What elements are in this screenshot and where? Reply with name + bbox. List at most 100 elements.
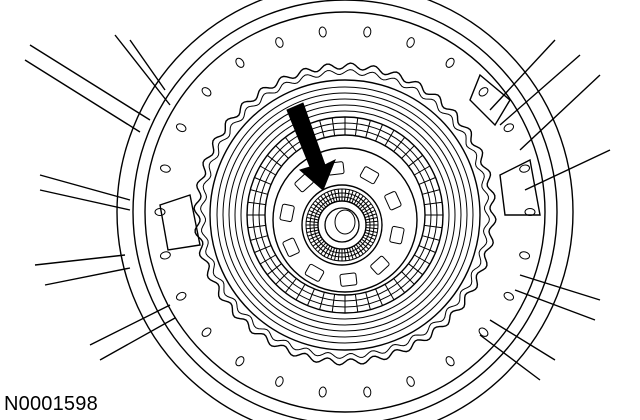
bolt-hole xyxy=(154,208,166,216)
seal-hatch-line xyxy=(306,220,319,223)
bolt-hole xyxy=(503,291,515,301)
seal-hatch-line xyxy=(330,190,336,203)
bolt-hole xyxy=(445,57,455,68)
outer-housing xyxy=(116,0,574,420)
hub-slot xyxy=(384,191,402,211)
bolt-hole xyxy=(275,376,284,387)
spline-tooth xyxy=(384,129,395,146)
spline-tooth xyxy=(401,145,415,159)
seal-hatch-line xyxy=(314,200,325,210)
bolt-hole xyxy=(519,164,531,173)
spline-tooth xyxy=(354,117,359,136)
seal-hatch-line xyxy=(359,200,370,210)
spline-tooth xyxy=(401,271,415,285)
seal-hatch-line xyxy=(310,206,322,214)
seal-hatch-line xyxy=(330,247,336,260)
seal-hatch-line xyxy=(308,234,321,241)
seal-hatch-line xyxy=(344,189,347,202)
seal-hatch-line xyxy=(351,191,358,204)
bolt-hole xyxy=(201,327,212,337)
bolt-hole xyxy=(235,57,245,68)
spline-tooth xyxy=(275,271,289,285)
seal-hatch-line xyxy=(364,231,377,237)
seal-hatch-line xyxy=(317,197,327,208)
spline-tooth xyxy=(424,224,443,229)
spline-tooth xyxy=(295,284,306,301)
spline-tooth xyxy=(408,154,424,167)
seal-hatch-line xyxy=(306,217,319,221)
seal-hatch-line xyxy=(310,236,322,244)
spline-tooth xyxy=(331,294,336,313)
callout-arrow xyxy=(286,102,336,191)
bolt-hole xyxy=(275,37,284,48)
spline-tooth xyxy=(259,254,276,265)
seal-hatch-line xyxy=(306,227,319,230)
spline-tooth xyxy=(307,288,315,306)
bolt-hole xyxy=(175,291,187,301)
seal-hatch-line xyxy=(361,203,372,212)
hub-slot xyxy=(282,237,300,257)
spline-tooth xyxy=(259,165,276,176)
seal-hatch-line xyxy=(364,213,377,219)
bolt-hole xyxy=(519,251,531,260)
seal-hatch-line xyxy=(346,248,350,261)
spline-tooth xyxy=(393,136,406,152)
spline-tooth xyxy=(384,284,395,301)
hub-slot xyxy=(279,203,295,223)
seal-hatch-line xyxy=(323,245,331,257)
spline-tooth xyxy=(424,201,443,206)
spline-tooth xyxy=(418,245,436,253)
spline-tooth xyxy=(250,235,268,241)
seal-hatch-line xyxy=(348,247,354,260)
spline-teeth xyxy=(247,117,443,313)
spline-tooth xyxy=(266,154,282,167)
bolt-hole xyxy=(159,164,171,173)
spline-tooth xyxy=(319,120,325,138)
seal-hatch-line xyxy=(323,193,331,205)
hub-slot xyxy=(389,225,405,245)
seal-hatch-line xyxy=(355,244,364,255)
bolt-hole xyxy=(478,87,489,97)
bolt-holes xyxy=(154,26,536,398)
seal-hatch-line xyxy=(357,242,367,253)
spline-tooth xyxy=(331,117,336,136)
spline-tooth xyxy=(284,278,297,294)
spline-tooth xyxy=(422,189,440,195)
spline-tooth xyxy=(254,245,272,253)
seal-hatch-line xyxy=(362,236,374,244)
hub-slot xyxy=(339,272,358,287)
spline-tooth xyxy=(393,278,406,294)
seal-hatch-line xyxy=(307,213,320,219)
spline-tooth xyxy=(275,145,289,159)
bolt-hole xyxy=(318,26,327,38)
seal-hatch-line xyxy=(334,248,338,261)
bolt-hole xyxy=(235,356,245,367)
spline-tooth xyxy=(266,263,282,276)
seal-hatch-line xyxy=(361,238,372,247)
spline-tooth xyxy=(418,177,436,185)
spline-tooth xyxy=(250,189,268,195)
spline-tooth xyxy=(414,165,431,176)
bolt-hole xyxy=(406,37,415,48)
spline-tooth xyxy=(365,120,371,138)
bolt-hole xyxy=(363,386,372,398)
spline-tooth xyxy=(247,201,266,206)
seal-hatch-line xyxy=(357,197,367,208)
seal-hatch-line xyxy=(337,189,340,202)
seal-hatch-line xyxy=(307,231,320,237)
spline-tooth xyxy=(319,292,325,310)
seal-hatch-line xyxy=(312,203,323,212)
spline-tooth xyxy=(414,254,431,265)
spline-tooth xyxy=(375,124,383,142)
seal-hatch-line xyxy=(317,242,327,253)
seal-hatch-line xyxy=(308,209,321,216)
snap-ring xyxy=(193,62,497,366)
bolt-hole xyxy=(406,376,415,387)
seal-hatch-line xyxy=(344,248,347,261)
hub-slot xyxy=(359,166,380,185)
spline-tooth xyxy=(408,263,424,276)
spline-tooth xyxy=(422,235,440,241)
seal-hatch-line xyxy=(365,227,378,230)
bolt-hole xyxy=(201,87,212,97)
